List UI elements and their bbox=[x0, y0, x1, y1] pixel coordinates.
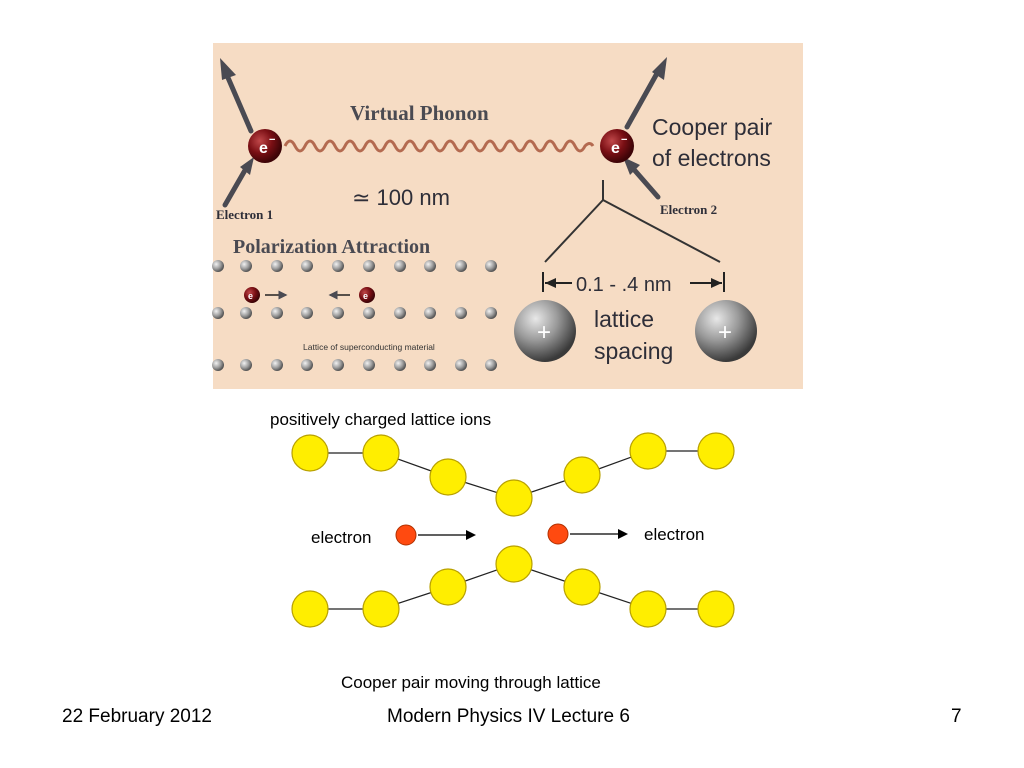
lattice-electron-left: e bbox=[244, 287, 260, 303]
lattice-label-line1: lattice bbox=[594, 306, 654, 332]
lattice-dot bbox=[363, 359, 375, 371]
electron-1-incoming-arrow bbox=[222, 162, 251, 208]
lattice-ion-left: + bbox=[514, 300, 576, 362]
lattice-dot bbox=[301, 359, 313, 371]
lattice-ion bbox=[629, 432, 667, 470]
ion-symbol: + bbox=[718, 319, 732, 346]
lattice-dot bbox=[455, 307, 467, 319]
arrowhead bbox=[652, 57, 667, 80]
lattice-ion bbox=[697, 590, 735, 628]
lattice-dot bbox=[332, 359, 344, 371]
lattice-dot bbox=[332, 260, 344, 272]
lattice-dot bbox=[455, 359, 467, 371]
electron-1-outgoing-arrow bbox=[223, 70, 254, 134]
upper-ion-row bbox=[291, 432, 735, 517]
electron-charge: − bbox=[621, 134, 627, 146]
lattice-ion-right: + bbox=[695, 300, 757, 362]
lattice-dot bbox=[271, 359, 283, 371]
lattice-dot bbox=[240, 307, 252, 319]
top-illustration: e − e − Virtual Phonon ≃ 100 nm Electron… bbox=[212, 43, 803, 389]
arrowhead bbox=[466, 530, 476, 540]
lattice-ion bbox=[495, 479, 533, 517]
electron-2: e − bbox=[600, 129, 634, 163]
arrowhead bbox=[618, 529, 628, 539]
arrowhead bbox=[623, 157, 640, 175]
lattice-dot bbox=[424, 307, 436, 319]
electron-symbol: e bbox=[363, 291, 368, 301]
polarization-attraction-label: Polarization Attraction bbox=[233, 236, 430, 258]
lattice-dot bbox=[455, 260, 467, 272]
lattice-dot bbox=[240, 260, 252, 272]
virtual-phonon-label: Virtual Phonon bbox=[350, 101, 489, 125]
electron-symbol: e bbox=[259, 140, 268, 157]
lattice-ion bbox=[362, 590, 400, 628]
spacing-range-label: 0.1 - .4 nm bbox=[576, 274, 672, 296]
lattice-ion bbox=[697, 432, 735, 470]
lattice-dot bbox=[301, 307, 313, 319]
lattice-dot bbox=[394, 307, 406, 319]
lattice-ion bbox=[362, 434, 400, 472]
lattice-dot bbox=[485, 359, 497, 371]
lattice-dot bbox=[394, 260, 406, 272]
cooper-pair-caption: Cooper pair moving through lattice bbox=[341, 673, 601, 692]
lattice-dot bbox=[271, 307, 283, 319]
lattice-ions-title: positively charged lattice ions bbox=[270, 410, 491, 429]
cooper-pair-label-line1: Cooper pair bbox=[652, 114, 773, 140]
bottom-diagram: positively charged lattice ions electron… bbox=[270, 410, 735, 692]
lattice-ion bbox=[291, 590, 329, 628]
lattice-ion bbox=[429, 568, 467, 606]
lower-ion-row bbox=[291, 545, 735, 628]
lattice-dot bbox=[212, 260, 224, 272]
lattice-dot bbox=[212, 307, 224, 319]
electron-charge: − bbox=[269, 134, 275, 146]
lattice-ion bbox=[563, 456, 601, 494]
lattice-ion bbox=[629, 590, 667, 628]
lattice-dot bbox=[424, 260, 436, 272]
lattice-dot bbox=[363, 260, 375, 272]
lattice-dot bbox=[485, 307, 497, 319]
electron-2-outgoing-arrow bbox=[624, 65, 663, 130]
electron-2-label: Electron 2 bbox=[660, 202, 717, 217]
lattice-dot-rows bbox=[212, 260, 497, 371]
electron-symbol: e bbox=[248, 291, 253, 301]
lattice-dot bbox=[485, 260, 497, 272]
electron-1: e − bbox=[248, 129, 282, 163]
lattice-ion bbox=[291, 434, 329, 472]
spacing-dimension-line bbox=[542, 272, 725, 292]
lattice-dot bbox=[301, 260, 313, 272]
lattice-dot bbox=[240, 359, 252, 371]
arrowhead bbox=[240, 157, 254, 175]
lattice-ion bbox=[429, 458, 467, 496]
lattice-electron-right: e bbox=[359, 287, 375, 303]
lattice-ion bbox=[563, 568, 601, 606]
arrowhead bbox=[220, 58, 236, 80]
cooper-pair-label-line2: of electrons bbox=[652, 145, 771, 171]
lattice-dot bbox=[394, 359, 406, 371]
lattice-dot bbox=[332, 307, 344, 319]
lattice-label-line2: spacing bbox=[594, 338, 673, 364]
footer-date: 22 February 2012 bbox=[62, 706, 212, 727]
lattice-dot bbox=[424, 359, 436, 371]
electron-left-label: electron bbox=[311, 528, 371, 547]
electron-symbol: e bbox=[611, 140, 620, 157]
electron-right bbox=[547, 523, 569, 545]
spacing-bracket bbox=[544, 180, 721, 263]
distance-label: ≃ 100 nm bbox=[352, 185, 450, 210]
lattice-dot bbox=[271, 260, 283, 272]
virtual-phonon-wave bbox=[283, 139, 595, 153]
footer-page-number: 7 bbox=[951, 706, 962, 727]
footer-course: Modern Physics IV Lecture 6 bbox=[387, 706, 630, 727]
lattice-dot bbox=[363, 307, 375, 319]
electron-1-label: Electron 1 bbox=[216, 207, 273, 222]
electron-2-incoming-arrow bbox=[627, 162, 661, 200]
lattice-dot bbox=[212, 359, 224, 371]
lattice-caption: Lattice of superconducting material bbox=[303, 342, 435, 352]
electron-left bbox=[395, 524, 417, 546]
lattice-ion bbox=[495, 545, 533, 583]
electron-right-label: electron bbox=[644, 525, 704, 544]
ion-symbol: + bbox=[537, 319, 551, 346]
